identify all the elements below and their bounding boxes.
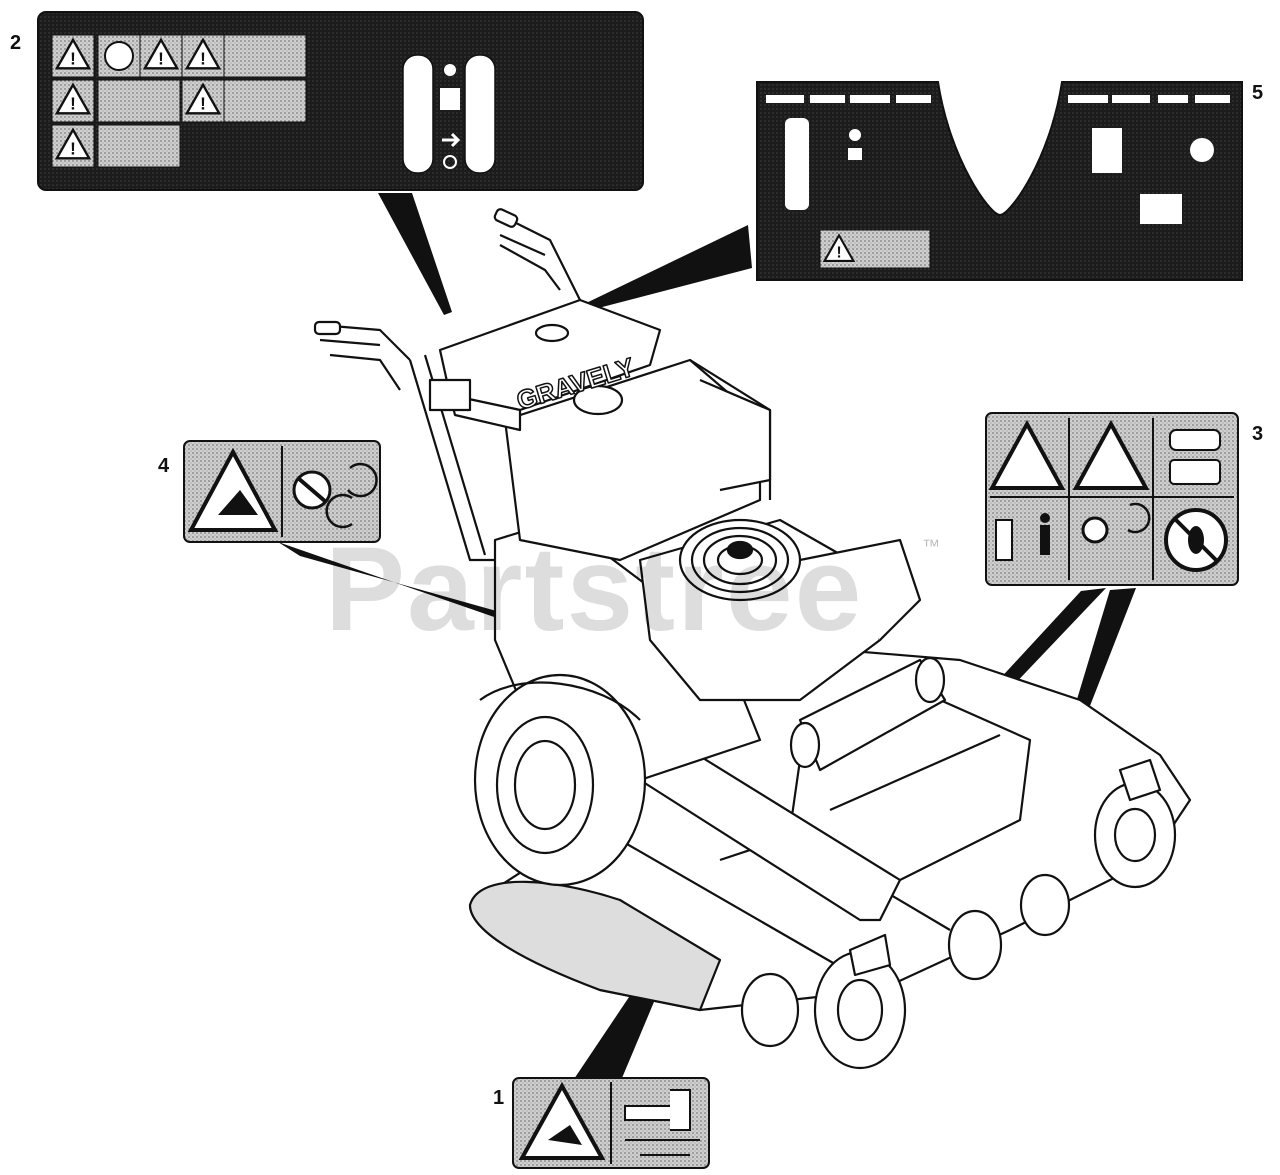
remove-key-icon [1169,429,1221,451]
hand-blade-icon [187,447,279,532]
callout-2: 2 [10,32,22,54]
spinning-blade-icon [104,41,134,71]
callout-5: 5 [1252,82,1264,104]
decal-2 [37,11,644,191]
fuel-cap [572,384,624,416]
callout-3: 3 [1252,423,1264,445]
decal-1 [512,1077,710,1169]
spinning-blade-icon [292,462,378,529]
decal-5 [756,81,1243,281]
keep-bystanders-away-icon [1040,513,1050,523]
engine [638,518,922,702]
caster-wheels [740,758,1177,1070]
handlebars [313,208,581,562]
read-manual-icon [995,519,1013,561]
deck-side-chute [468,880,722,1012]
trademark-mark: ™ [922,536,940,556]
callout-4: 4 [158,455,170,477]
drive-wheel [473,673,647,887]
warning-triangle-icon [518,1081,606,1160]
mower-illustration: GRAVELY [313,208,1192,1070]
warning-triangle-icon [988,419,1066,490]
decal-3 [985,412,1239,586]
foot-blade-icon [1072,419,1150,490]
decal-4 [183,440,381,543]
muffler [789,656,947,772]
callout-1: 1 [493,1087,505,1109]
watermark: Partstree [325,522,864,656]
